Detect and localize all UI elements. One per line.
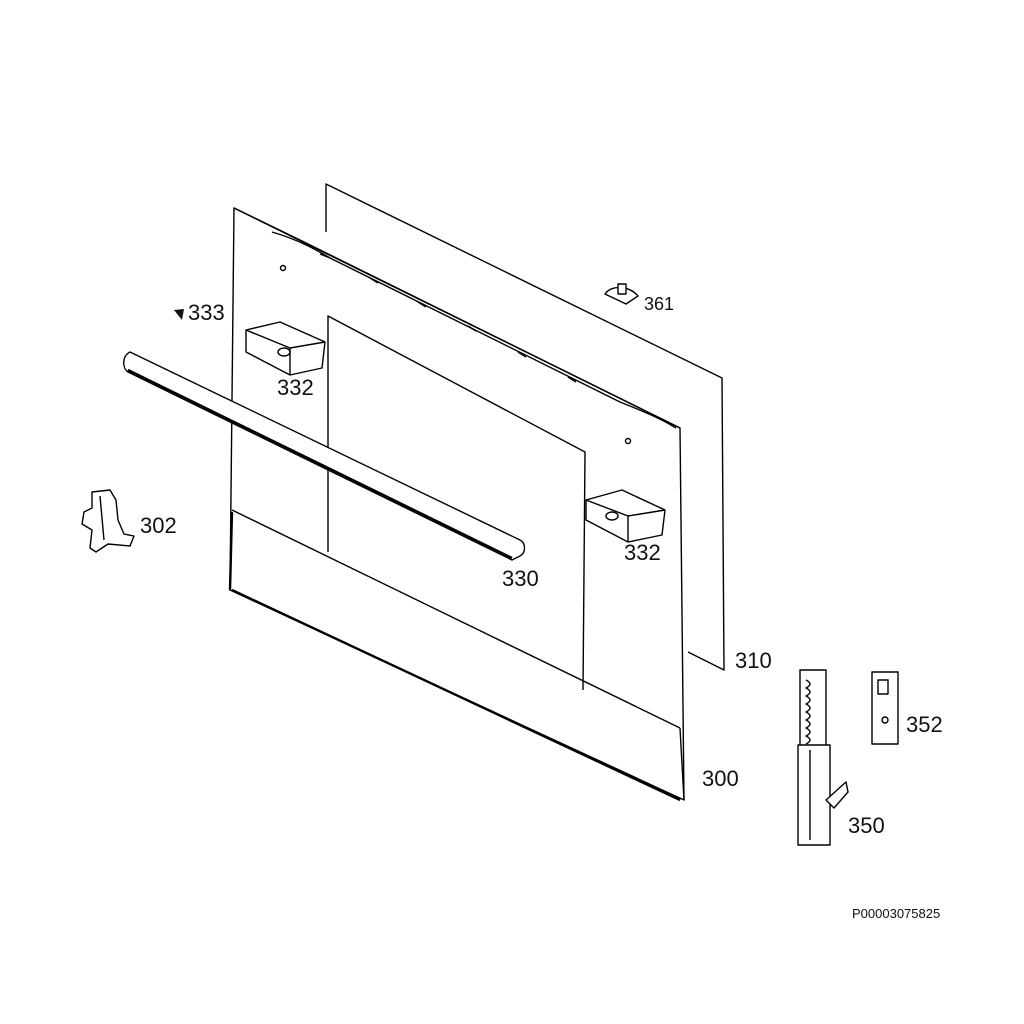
- bracket-332-right: [585, 489, 666, 543]
- label-310: 310: [735, 648, 772, 673]
- hinge-part-302: [81, 489, 135, 553]
- label-333: 333: [188, 300, 225, 325]
- bracket-332-left: [245, 321, 326, 376]
- clip-361: [604, 283, 639, 305]
- label-350: 350: [848, 813, 885, 838]
- screw-333-icon: [174, 309, 184, 320]
- door-front-panel-300: [228, 207, 685, 802]
- label-332-left: 332: [277, 375, 314, 400]
- back-glass-310: [325, 183, 725, 671]
- label-332-right: 332: [624, 540, 661, 565]
- hinge-350: [797, 669, 849, 846]
- door-handle-330: [123, 351, 526, 561]
- hinge-part-352: [871, 671, 899, 745]
- label-300: 300: [702, 766, 739, 791]
- label-330: 330: [502, 566, 539, 591]
- label-302: 302: [140, 513, 177, 538]
- label-352: 352: [906, 712, 943, 737]
- drawing-code: P00003075825: [852, 906, 941, 921]
- label-361: 361: [644, 294, 675, 314]
